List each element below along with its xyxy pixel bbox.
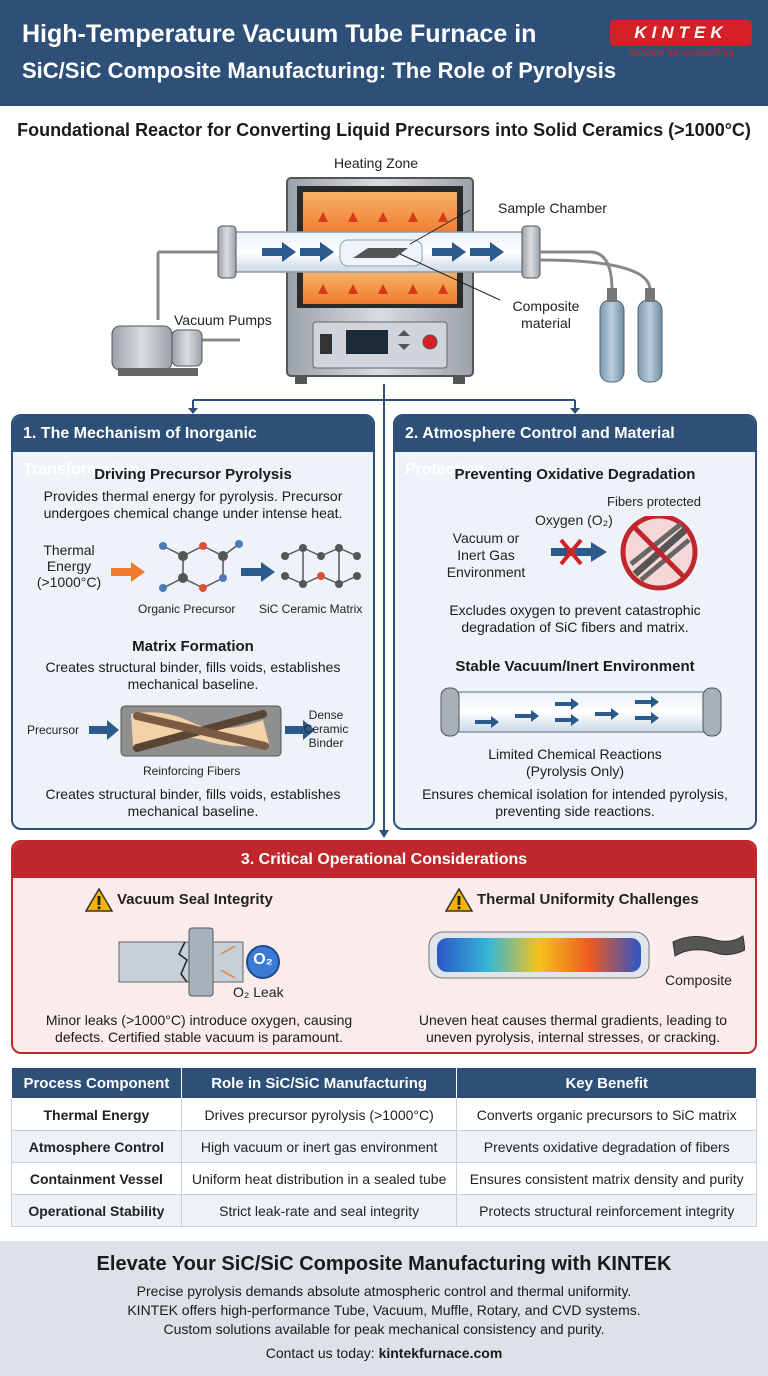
thermal-gradient-illustration (428, 931, 745, 979)
o2-leak-label: O₂ Leak (233, 984, 284, 1000)
furnace-diagram (111, 177, 663, 414)
table-cell: High vacuum or inert gas environment (180, 1130, 458, 1163)
panel-3-title: 3. Critical Operational Considerations (13, 842, 755, 878)
table-cell: Atmosphere Control (11, 1130, 182, 1163)
no-oxygen-icon (620, 516, 698, 591)
o2-badge-label: O₂ (253, 951, 273, 968)
seal-leak-illustration (118, 927, 280, 997)
matrix-formation-text: Creates structural binder, fills voids, … (45, 659, 341, 692)
panel-operational-considerations: 3. Critical Operational Considerations V… (11, 840, 757, 1054)
title-line-1: High-Temperature Vacuum Tube Furnace in (22, 20, 537, 48)
precursor-pyrolysis-title: Driving Precursor Pyrolysis (94, 466, 292, 483)
blocked-cross-icon (559, 538, 583, 566)
page-subtitle: Foundational Reactor for Converting Liqu… (17, 120, 751, 140)
connector-arrow (379, 400, 389, 838)
dense-binder-label: Dense Ceramic Binder (303, 708, 349, 750)
label-sample-chamber: Sample Chamber (498, 200, 607, 216)
gas-cylinder-1 (599, 299, 625, 383)
thermal-energy-label: Thermal Energy (>1000°C) (36, 542, 102, 590)
table-cell: Drives precursor pyrolysis (>1000°C) (180, 1098, 458, 1131)
panel-inorganic-transformation: 1. The Mechanism of Inorganic Transforma… (11, 414, 375, 830)
limited-reactions-label: Limited Chemical Reactions (Pyrolysis On… (488, 746, 662, 779)
organic-precursor-label: Organic Precursor (138, 602, 236, 616)
vacuum-seal-title: Vacuum Seal Integrity (117, 891, 273, 908)
panel-atmosphere-control: 2. Atmosphere Control and Material Prote… (393, 414, 757, 830)
label-composite-material: Composite material (512, 298, 580, 331)
table-cell: Ensures consistent matrix density and pu… (456, 1162, 757, 1195)
o2-badge (246, 945, 280, 979)
composite-shape (672, 935, 745, 957)
precursor-label: Precursor (27, 723, 80, 737)
kintek-logo[interactable]: KINTEK Solution for researching (610, 20, 752, 62)
composite-sample (353, 248, 408, 258)
organic-precursor-molecule (162, 543, 240, 589)
fibers-protected-label: Fibers protected (607, 494, 701, 509)
table-cell: Thermal Energy (11, 1098, 182, 1131)
matrix-summary-text: Creates structural binder, fills voids, … (45, 786, 341, 819)
thermal-uniformity-title: Thermal Uniformity Challenges (477, 891, 699, 908)
oxygen-blocking-illustration (551, 516, 698, 591)
label-vacuum-pumps: Vacuum Pumps (174, 312, 272, 328)
header-role: Role in SiC/SiC Manufacturing (180, 1067, 458, 1099)
footer-line-1: Precise pyrolysis demands absolute atmos… (136, 1283, 632, 1299)
footer-line-2: KINTEK offers high-performance Tube, Vac… (127, 1302, 641, 1318)
table-row: Atmosphere Control High vacuum or inert … (11, 1130, 757, 1163)
header-process-component: Process Component (11, 1067, 182, 1099)
logo-tagline: Solution for researching (628, 48, 734, 59)
table-cell: Containment Vessel (11, 1162, 182, 1195)
table-header-row: Process Component Role in SiC/SiC Manufa… (11, 1067, 757, 1099)
footer-title: Elevate Your SiC/SiC Composite Manufactu… (96, 1253, 672, 1275)
vacuum-pump (111, 325, 173, 371)
warning-icon (445, 888, 473, 912)
panel-2-title: 2. Atmosphere Control and Material Prote… (395, 416, 755, 478)
footer-line-3: Custom solutions available for peak mech… (163, 1321, 605, 1337)
table-cell: Uniform heat distribution in a sealed tu… (180, 1162, 458, 1195)
title-line-2: SiC/SiC Composite Manufacturing: The Rol… (22, 58, 617, 83)
footer-cta: Elevate Your SiC/SiC Composite Manufactu… (0, 1241, 768, 1376)
panel-1-title: 1. The Mechanism of Inorganic Transforma… (13, 416, 373, 478)
stable-tube-illustration (440, 687, 722, 737)
table-row: Containment Vessel Uniform heat distribu… (11, 1162, 757, 1195)
composite-label: Composite (665, 972, 732, 988)
sic-matrix-label: SiC Ceramic Matrix (259, 602, 363, 616)
table-cell: Protects structural reinforcement integr… (456, 1194, 757, 1227)
power-button (422, 334, 438, 350)
oxygen-label: Oxygen (O₂) (535, 512, 613, 528)
oxidative-degradation-title: Preventing Oxidative Degradation (454, 466, 696, 483)
gas-cylinder-2 (637, 299, 663, 383)
stable-environment-text: Ensures chemical isolation for intended … (422, 786, 728, 819)
table-row: Thermal Energy Drives precursor pyrolysi… (11, 1098, 757, 1131)
summary-table: Process Component Role in SiC/SiC Manufa… (11, 1067, 757, 1227)
label-heating-zone: Heating Zone (334, 155, 419, 171)
thermal-uniformity-text: Uneven heat causes thermal gradients, le… (418, 1012, 728, 1045)
contact-website-link[interactable]: kintekfurnace.com (378, 1345, 503, 1361)
reinforcing-fibers-label: Reinforcing Fibers (143, 764, 241, 778)
oxidative-degradation-text: Excludes oxygen to prevent catastrophic … (449, 602, 701, 635)
stable-environment-title: Stable Vacuum/Inert Environment (455, 658, 695, 675)
header-banner: High-Temperature Vacuum Tube Furnace in … (0, 0, 768, 106)
vacuum-seal-text: Minor leaks (>1000°C) introduce oxygen, … (45, 1012, 353, 1045)
pyrolysis-illustration (111, 540, 361, 592)
header-key-benefit: Key Benefit (456, 1067, 757, 1099)
table-cell: Prevents oxidative degradation of fibers (456, 1130, 757, 1163)
table-row: Operational Stability Strict leak-rate a… (11, 1194, 757, 1227)
table-cell: Strict leak-rate and seal integrity (180, 1194, 458, 1227)
matrix-formation-title: Matrix Formation (132, 638, 254, 655)
matrix-formation-illustration (89, 705, 315, 757)
temperature-display (346, 330, 388, 354)
contact-label: Contact us today: (265, 1345, 379, 1361)
table-cell: Converts organic precursors to SiC matri… (456, 1098, 757, 1131)
thermal-arrow-icon (111, 562, 145, 582)
table-cell: Operational Stability (11, 1194, 182, 1227)
environment-label: Vacuum or Inert Gas Environment (446, 530, 526, 580)
precursor-pyrolysis-text: Provides thermal energy for pyrolysis. P… (43, 488, 343, 521)
logo-wordmark: KINTEK (610, 20, 752, 46)
warning-icon (85, 888, 113, 912)
footer-contact: Contact us today: kintekfurnace.com (0, 1345, 768, 1361)
